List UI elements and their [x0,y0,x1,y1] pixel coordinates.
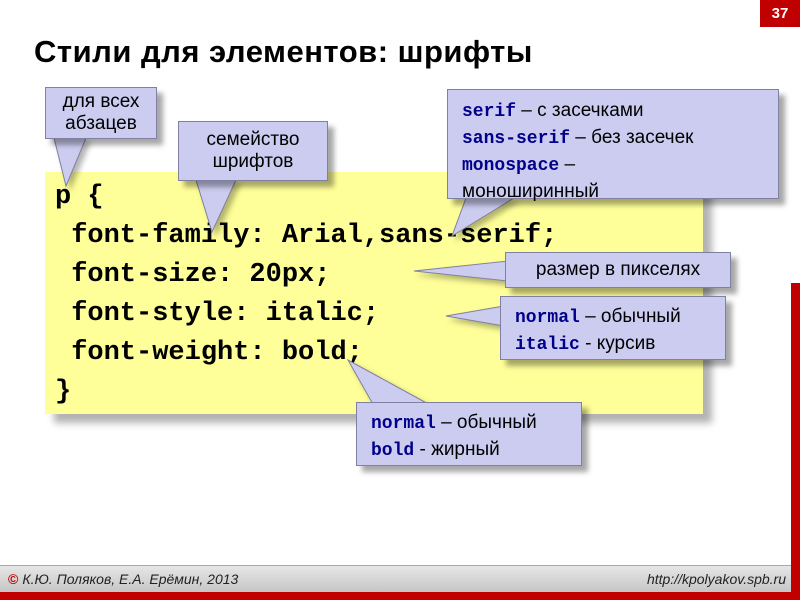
callout-text: – без засечек [570,127,694,148]
callout-tail [445,305,505,327]
callout-text: – с засечками [516,100,644,121]
callout-text: моноширинный [462,181,599,202]
keyword: bold [371,441,415,461]
right-accent-bar [791,283,800,600]
keyword: monospace [462,156,560,176]
callout-tail [195,179,237,234]
callout-text: – [559,154,576,175]
callout-tail [413,260,509,282]
page-title: Стили для элементов: шрифты [34,34,533,69]
copyright-icon: © [8,571,19,587]
callout-text: – обычный [579,306,681,327]
callout-text: - курсив [579,333,656,354]
bottom-accent-bar [0,592,800,600]
callout-text: семейство шрифтов [206,129,300,172]
callout-line: monospace – [462,152,778,179]
callout-line: bold - жирный [371,437,581,464]
callout-size-pixels: размер в пикселях [505,252,731,288]
footer-author: © К.Ю. Поляков, Е.А. Ерёмин, 2013 [8,571,238,587]
callout-for-all-paragraphs: для всех абзацев [45,87,157,139]
css-code-block: p { font-family: Arial,sans-serif; font-… [45,172,703,414]
keyword: normal [371,414,436,434]
keyword: sans-serif [462,129,571,149]
keyword: normal [515,308,580,328]
callout-text: - жирный [414,439,500,460]
code-line: font-style: italic; [55,299,380,329]
callout-generic-families: serif – с засечками sans-serif – без зас… [447,89,779,202]
callout-line: normal – обычный [515,304,725,331]
callout-tail [346,358,433,407]
callout-line: normal – обычный [371,410,581,437]
callout-font-family: семейство шрифтов [178,121,328,181]
callout-line: serif – с засечками [462,98,778,125]
code-line: } [55,377,72,407]
callout-line: моноширинный [462,179,778,205]
callout-text: размер в пикселях [535,259,701,280]
footer-url: http://kpolyakov.spb.ru [646,571,786,587]
callout-font-style: normal – обычный italic - курсив [500,296,726,360]
code-line: p { [55,182,104,212]
callout-text: – обычный [435,412,537,433]
callout-line: sans-serif – без засечек [462,125,778,152]
keyword: serif [462,102,517,122]
keyword: italic [515,335,580,355]
code-line: font-family: Arial,sans-serif; [55,221,558,251]
slide-number: 37 [760,0,800,27]
callout-line: italic - курсив [515,331,725,358]
callout-font-weight: normal – обычный bold - жирный [356,402,582,466]
footer: © К.Ю. Поляков, Е.А. Ерёмин, 2013 http:/… [0,565,800,592]
callout-text: для всех абзацев [62,91,140,134]
callout-tail [53,137,87,188]
footer-author-text: К.Ю. Поляков, Е.А. Ерёмин, 2013 [22,571,239,587]
code-line: font-size: 20px; [55,260,331,290]
